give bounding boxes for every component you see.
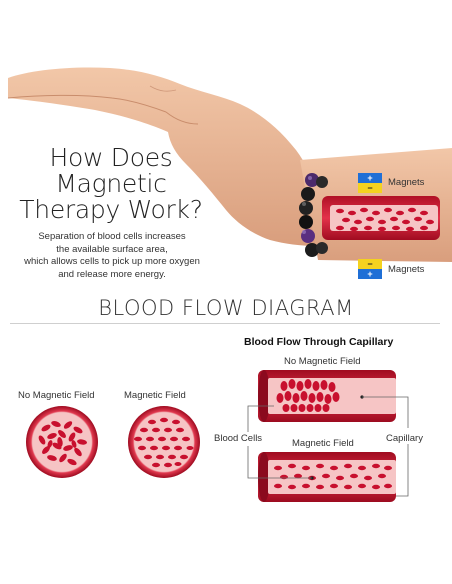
magnet-top: + − Magnets: [358, 173, 448, 195]
capillary-leader: [362, 396, 409, 497]
bracelet: [299, 173, 328, 257]
headline-line: Magnetic: [55, 169, 167, 198]
description: Separation of blood cells increases the …: [8, 231, 216, 281]
wrist-vessel: [322, 196, 440, 240]
cross-section-separated: [128, 406, 200, 478]
magnet-top-icon: + −: [358, 173, 382, 193]
headline: How Does Magnetic Therapy Work?: [6, 145, 216, 223]
headline-line: How Does: [49, 143, 173, 172]
minus-symbol: −: [358, 259, 382, 269]
plus-symbol: +: [358, 269, 382, 279]
capillary-tubes: [247, 370, 409, 502]
blood-cells-label: Blood Cells: [214, 433, 263, 444]
circle-left-label: No Magnetic Field: [18, 390, 95, 401]
diagram-heading: BLOOD FLOW DIAGRAM: [98, 296, 354, 320]
cross-sections: [26, 406, 200, 478]
capillary-title: Blood Flow Through Capillary: [244, 336, 394, 348]
blood-cells-leader: [247, 405, 312, 479]
tube-separated: [258, 452, 396, 502]
cross-section-clumped: [26, 406, 98, 478]
plus-symbol: +: [358, 173, 382, 183]
description-line: and release more energy.: [58, 268, 166, 280]
description-line: which allows cells to pick up more oxyge…: [24, 256, 200, 267]
magnet-bottom: − + Magnets: [358, 259, 448, 281]
headline-line: Therapy Work?: [19, 195, 203, 224]
circle-right-label: Magnetic Field: [124, 390, 186, 401]
tube-clumped: [258, 370, 396, 422]
magnet-bottom-icon: − +: [358, 259, 382, 279]
divider: [10, 323, 440, 324]
description-line: the available surface area,: [56, 243, 168, 255]
magnets-label-top: Magnets: [388, 177, 425, 188]
description-line: Separation of blood cells increases: [38, 231, 186, 242]
hand-illustration: [7, 67, 452, 262]
tube-bottom-label: Magnetic Field: [292, 438, 354, 449]
tube-top-label: No Magnetic Field: [284, 356, 361, 367]
capillary-label: Capillary: [386, 433, 423, 444]
minus-symbol: −: [358, 183, 382, 193]
magnets-label-bottom: Magnets: [388, 264, 425, 275]
